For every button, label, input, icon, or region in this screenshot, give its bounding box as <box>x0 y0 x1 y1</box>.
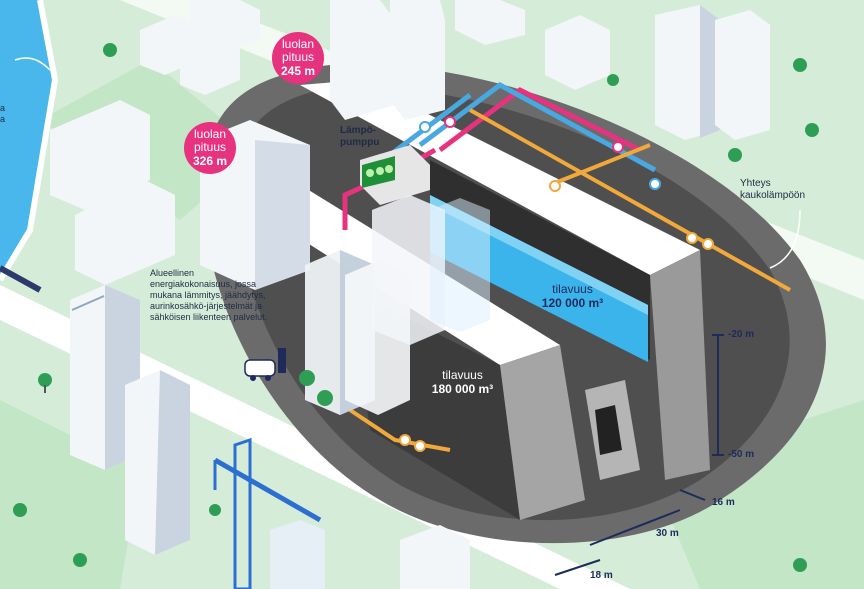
building <box>455 0 525 45</box>
connection-arrow-icon <box>769 209 801 269</box>
pipe-joint-icon <box>444 116 456 128</box>
dimension-line <box>589 509 681 546</box>
tree-icon <box>73 553 87 567</box>
tree-icon <box>607 74 619 86</box>
depth-top-label: -20 m <box>728 329 755 340</box>
pipe-joint-icon <box>702 238 714 250</box>
crane <box>213 437 322 589</box>
depth-bottom-label: -50 m <box>728 449 755 460</box>
building <box>330 0 395 120</box>
park-area <box>650 400 864 589</box>
rail-track <box>0 265 42 293</box>
tree-icon <box>103 43 117 57</box>
pipe-joint-icon <box>414 440 426 452</box>
building <box>715 10 770 140</box>
pipe-joint-icon <box>649 178 661 190</box>
building <box>75 180 175 285</box>
pipe-joint-icon <box>549 180 561 192</box>
building <box>655 5 720 140</box>
tree-icon <box>805 123 819 137</box>
water-shore <box>0 0 59 282</box>
building <box>125 370 190 555</box>
energy-description: Alueellinen energiakokonaisuus, jossa mu… <box>150 268 268 322</box>
tree-icon <box>299 370 315 386</box>
building <box>270 520 325 589</box>
cave-length-title: luolan pituus <box>193 127 227 154</box>
tree-icon <box>13 503 27 517</box>
car-icon <box>244 359 276 381</box>
width-16-label: 16 m <box>712 497 735 508</box>
water-arrow-icon <box>14 57 51 71</box>
upper-tunnel-top <box>300 80 700 275</box>
building <box>390 0 445 120</box>
building <box>545 15 610 90</box>
tree-icon <box>793 558 807 572</box>
dimension-line <box>679 489 706 501</box>
tree-icon <box>793 58 807 72</box>
tree-icon <box>38 373 52 393</box>
dimension-line <box>554 559 601 576</box>
building <box>400 525 470 589</box>
pipe-joint-icon <box>419 121 431 133</box>
rock-pillar-dark <box>595 405 622 455</box>
left-edge-text: a a <box>0 103 6 124</box>
volume-label-water: tilavuus 120 000 m³ <box>525 282 620 310</box>
volume-title: tilavuus <box>552 282 593 296</box>
depth-scale-tick <box>712 334 724 456</box>
cave-length-value: 245 m <box>280 64 316 78</box>
cave-length-title: luolan pituus <box>281 37 315 64</box>
charger-icon <box>278 348 286 373</box>
connection-label: Yhteys kaukolämpöön <box>740 178 806 201</box>
park-area <box>0 400 140 589</box>
orange-pipe <box>549 143 651 187</box>
volume-title: tilavuus <box>442 368 483 382</box>
building <box>50 100 150 210</box>
lower-tunnel-side <box>500 345 585 520</box>
tree-icon <box>317 390 333 406</box>
volume-label-cave: tilavuus 180 000 m³ <box>415 368 510 396</box>
fan-icon <box>366 169 374 177</box>
width-18-label: 18 m <box>590 570 613 581</box>
orange-pipe <box>469 108 791 292</box>
upper-tunnel-side <box>650 250 710 480</box>
tree-icon <box>728 148 742 162</box>
orange-pipe <box>348 408 451 452</box>
building <box>70 285 140 470</box>
pipe-joint-icon <box>686 232 698 244</box>
building <box>190 0 260 55</box>
cave-length-bubble-1: luolan pituus 245 m <box>272 32 324 84</box>
tree-icon <box>209 504 221 516</box>
pink-pipe <box>438 87 642 153</box>
pipe-joint-icon <box>612 141 624 153</box>
volume-value: 180 000 m³ <box>431 382 494 396</box>
water-area <box>0 0 55 280</box>
heat-pump-label: Lämpö-pumppu <box>340 125 380 148</box>
volume-value: 120 000 m³ <box>541 296 604 310</box>
pipe-joint-icon <box>399 434 411 446</box>
width-30-label: 30 m <box>656 528 679 539</box>
fan-icon <box>385 165 393 173</box>
building <box>430 198 490 332</box>
cave-length-bubble-2: luolan pituus 326 m <box>184 122 236 174</box>
building <box>372 195 445 345</box>
fan-icon <box>376 167 384 175</box>
cave-length-value: 326 m <box>192 154 228 168</box>
